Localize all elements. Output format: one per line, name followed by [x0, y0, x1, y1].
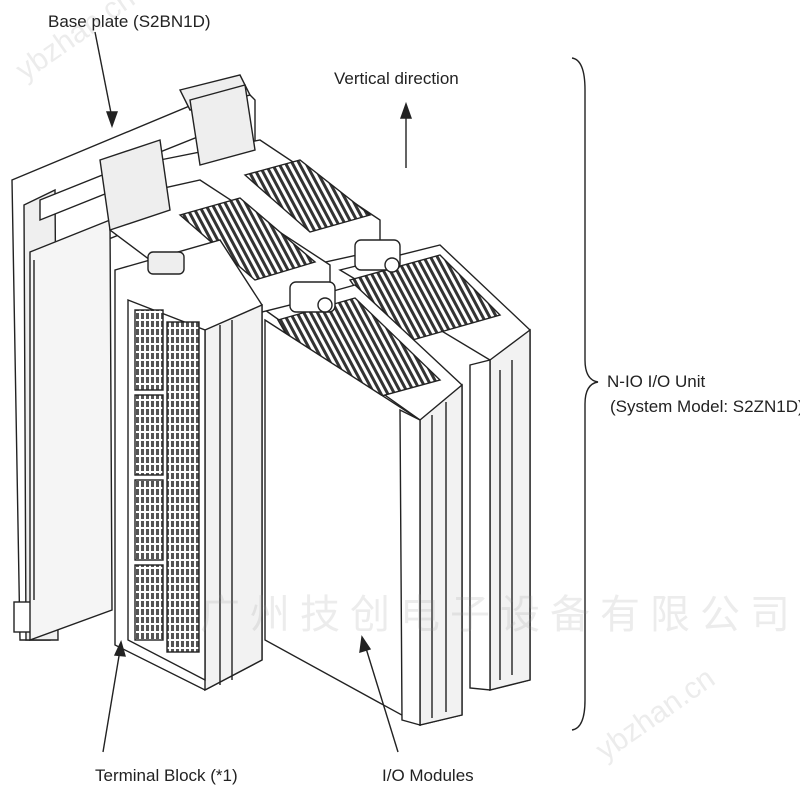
io-module-front [263, 284, 463, 727]
io-module-back [338, 244, 531, 691]
terminal-block-label: Terminal Block (*1) [95, 766, 238, 785]
vertical-direction-label: Vertical direction [334, 69, 459, 88]
callouts [94, 31, 599, 753]
terminal-block [114, 239, 263, 692]
io-modules-label: I/O Modules [382, 766, 474, 785]
io-unit-label: N-IO I/O Unit [607, 372, 706, 391]
base-plate-label: Base plate (S2BN1D) [48, 12, 211, 31]
system-model-label: (System Model: S2ZN1D) [610, 397, 800, 416]
